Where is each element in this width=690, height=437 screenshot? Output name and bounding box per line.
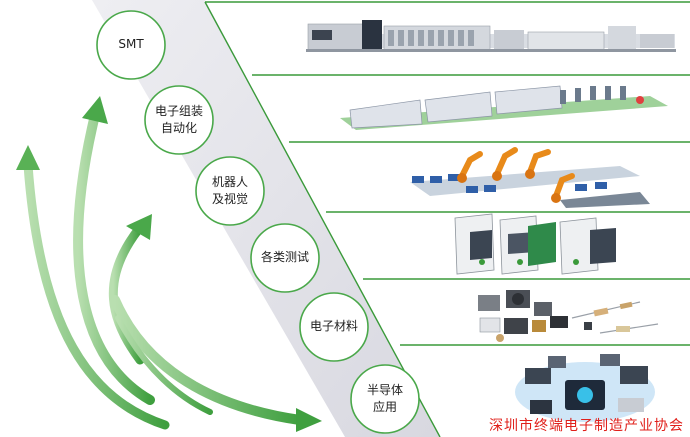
circle-electronic-materials[interactable] — [299, 292, 369, 362]
test-modules-image — [454, 213, 616, 275]
growth-arrows — [16, 96, 322, 432]
category-label-semiconductor-applications: 半导体 应用 — [366, 383, 403, 414]
arrow-5 — [115, 315, 213, 415]
smt-line-image — [306, 20, 676, 52]
arrow-1-head — [16, 145, 40, 170]
category-label-electronic-assembly-automation: 电子组装 自动化 — [154, 104, 203, 135]
watermark-text: 深圳市终端电子制造产业协会 — [489, 418, 684, 434]
arrow-2-head — [82, 96, 108, 124]
category-label-electronic-materials: 电子材料 — [309, 319, 358, 333]
assembly-line-image — [340, 85, 668, 130]
circle-semiconductor-applications[interactable] — [350, 364, 420, 434]
panel-dividers — [204, 1, 690, 437]
circle-robotics-vision[interactable] — [195, 156, 265, 226]
semiconductor-image — [515, 354, 655, 422]
arrow-3-head — [126, 214, 152, 240]
components-image — [478, 290, 659, 342]
arrow-4 — [110, 295, 305, 425]
category-label-robotics-vision: 机器人 及视觉 — [211, 175, 248, 206]
circle-smt[interactable] — [96, 10, 166, 80]
arrow-1 — [23, 160, 170, 430]
category-label-smt: SMT — [118, 37, 144, 51]
category-label-test-measurement: 各类测试 — [260, 250, 309, 264]
category-circles — [96, 10, 420, 434]
circle-test-measurement[interactable] — [250, 223, 320, 293]
robot-arms-image — [410, 147, 650, 208]
arrow-2 — [73, 110, 155, 405]
arrow-4-head — [296, 408, 322, 432]
circle-electronic-assembly-automation[interactable] — [144, 85, 214, 155]
